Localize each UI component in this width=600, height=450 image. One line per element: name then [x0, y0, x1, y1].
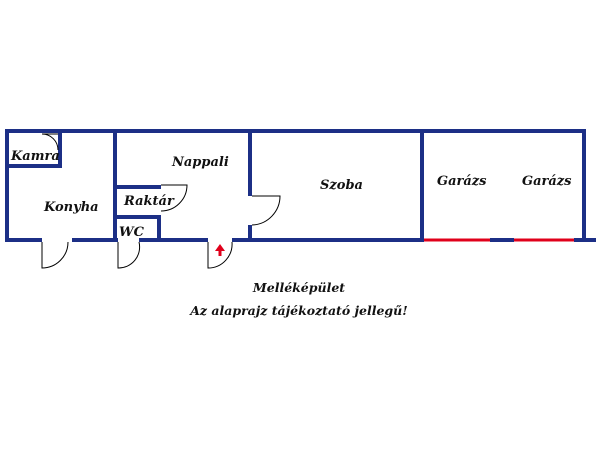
- bottom-wall-seg: [139, 238, 208, 242]
- raktar-bottom-wall: [113, 215, 161, 219]
- entrance-arrow-head: [215, 244, 225, 251]
- bottom-wall-seg: [490, 238, 514, 242]
- wc-right-wall: [157, 215, 161, 242]
- caption-title: Melléképület: [252, 280, 345, 295]
- room-label-kamra: Kamra: [10, 149, 60, 164]
- top-wall: [5, 129, 586, 133]
- room-labels: Kamra Konyha Nappali Raktár WC Szoba Gar…: [10, 149, 572, 240]
- caption-note: Az alaprajz tájékoztató jellegű!: [189, 303, 408, 318]
- room-label-garazs-2: Garázs: [522, 174, 572, 189]
- nappali-szoba-wall-upper: [248, 129, 252, 196]
- konyha-door: [41, 241, 69, 269]
- kamra-door: [41, 133, 59, 151]
- szoba-garazs-wall: [420, 129, 424, 242]
- room-label-garazs-1: Garázs: [437, 174, 487, 189]
- right-wall: [582, 129, 586, 242]
- entrance-arrow-icon: [215, 244, 225, 256]
- wc-door: [117, 241, 141, 269]
- doors: [41, 133, 281, 269]
- left-wall: [5, 129, 9, 242]
- room-label-raktar: Raktár: [123, 194, 175, 209]
- bottom-wall: [5, 238, 596, 242]
- bottom-wall-seg: [574, 238, 596, 242]
- szoba-door: [251, 195, 281, 226]
- outer-walls: [5, 129, 586, 242]
- room-label-szoba: Szoba: [320, 178, 363, 193]
- nappali-szoba-wall-lower: [248, 225, 252, 242]
- plan-caption: Melléképület Az alaprajz tájékoztató jel…: [189, 280, 408, 318]
- bottom-wall-seg: [5, 238, 42, 242]
- bottom-wall-seg: [72, 238, 118, 242]
- room-label-konyha: Konyha: [43, 200, 99, 215]
- room-label-nappali: Nappali: [171, 155, 229, 170]
- kamra-bottom-wall: [5, 164, 62, 168]
- bottom-wall-seg: [232, 238, 424, 242]
- interior-walls: [5, 129, 424, 242]
- room-label-wc: WC: [119, 225, 145, 240]
- raktar-top-wall: [113, 185, 161, 189]
- kamra-right-wall: [58, 129, 62, 168]
- raktar-door: [160, 184, 188, 212]
- entrance-door: [207, 241, 233, 269]
- entrance-arrow-shaft: [218, 250, 222, 256]
